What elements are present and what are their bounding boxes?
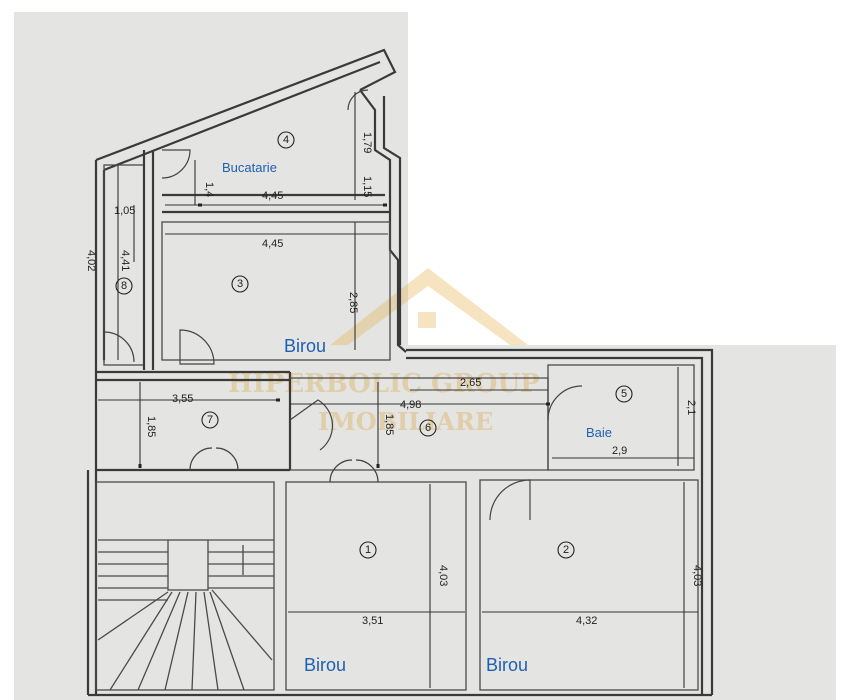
- watermark-logo: HIPERBOLIC GROUP IMOBILIARE: [228, 268, 540, 436]
- dimension-lines: [98, 92, 698, 688]
- label-birou-room1: Birou: [304, 655, 346, 675]
- dim-4-02: 4,02: [85, 250, 97, 271]
- label-birou-room3: Birou: [284, 336, 326, 356]
- room-number-8: 8: [121, 280, 127, 292]
- room-number-1: 1: [365, 544, 371, 556]
- label-bucatarie: Bucatarie: [222, 160, 277, 175]
- staircase: [97, 539, 274, 691]
- room-number-7: 7: [207, 414, 213, 426]
- label-baie: Baie: [586, 425, 612, 440]
- watermark-line1: HIPERBOLIC GROUP: [228, 369, 540, 399]
- dim-2-1: 2,1: [685, 400, 697, 415]
- dim-2-9: 2,9: [612, 445, 627, 457]
- dim-3-51: 3,51: [362, 615, 383, 627]
- dim-1-4: 1,4: [203, 182, 215, 197]
- room-labels: Bucatarie Birou Baie Birou Birou: [222, 160, 612, 675]
- dim-4-98: 4,98: [400, 399, 421, 411]
- dim-4-03-room2: 4,03: [691, 565, 703, 586]
- room-number-4: 4: [283, 134, 289, 146]
- dim-1-15: 1,15: [361, 176, 373, 197]
- label-birou-room2: Birou: [486, 655, 528, 675]
- watermark-line2: IMOBILIARE: [318, 407, 493, 436]
- inner-walls: [95, 150, 699, 691]
- dim-4-45-room3: 4,45: [262, 238, 283, 250]
- paper-upper: [14, 12, 836, 700]
- dim-3-55: 3,55: [172, 393, 193, 405]
- room-numbers: 4 3 8 7 6 5 1 2: [115, 131, 633, 559]
- dim-1-79: 1,79: [361, 132, 373, 153]
- dim-2-65: 2,65: [460, 377, 481, 389]
- dim-1-85-mid: 1,85: [383, 414, 395, 435]
- dimension-labels: 4,45 4,45 1,79 1,15 1,4 1,05 4,02 4,41 2…: [85, 132, 703, 627]
- room-number-5: 5: [621, 388, 627, 400]
- dim-4-41: 4,41: [119, 250, 131, 271]
- doors: [103, 89, 583, 521]
- dim-1-05: 1,05: [114, 205, 135, 217]
- dim-2-85: 2,85: [347, 292, 359, 313]
- dim-4-03-room1: 4,03: [437, 565, 449, 586]
- dim-4-45-kitchen: 4,45: [262, 190, 283, 202]
- room-number-2: 2: [563, 544, 569, 556]
- dim-1-85-left: 1,85: [145, 416, 157, 437]
- room-number-3: 3: [237, 278, 243, 290]
- dim-4-32: 4,32: [576, 615, 597, 627]
- room-number-6: 6: [425, 422, 431, 434]
